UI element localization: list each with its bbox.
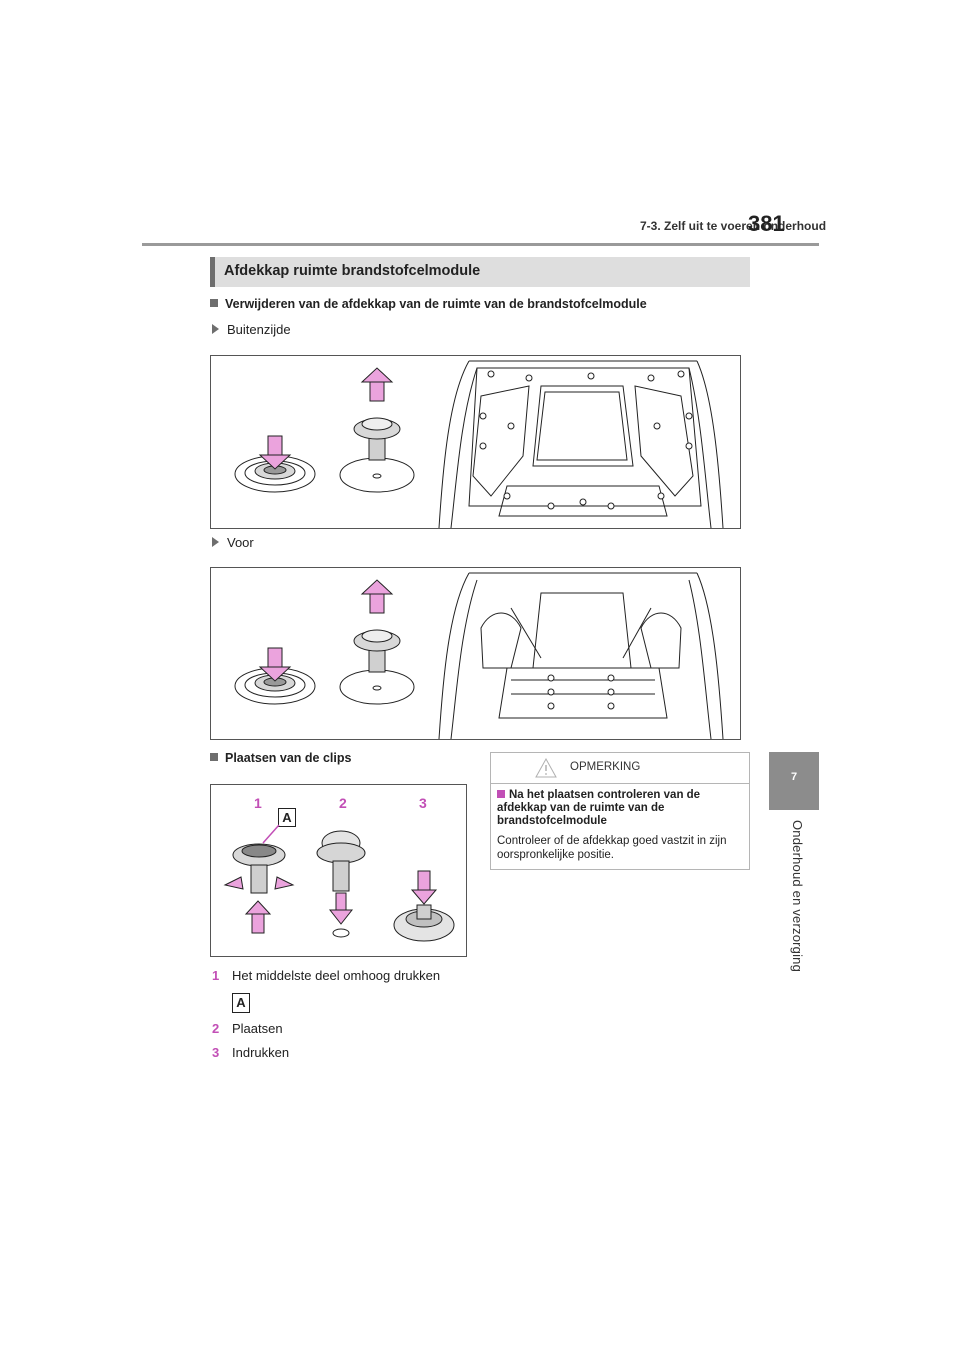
step-3-text: Indrukken	[232, 1045, 290, 1060]
note-header: OPMERKING	[491, 753, 749, 784]
figure-number-1: 1	[254, 795, 262, 811]
clip-markers	[479, 370, 693, 510]
removal-heading: Verwijderen van de afdekkap van de ruimt…	[210, 297, 647, 311]
engine-bay-drawing	[438, 572, 724, 740]
clip-markers	[547, 674, 615, 710]
step-1: 1 Het middelste deel omhoog drukken	[212, 968, 440, 983]
engine-bay-outside-illustration	[234, 360, 724, 529]
note-heading-text: Na het plaatsen controleren van de afdek…	[497, 789, 701, 827]
placing-heading: Plaatsen van de clips	[210, 751, 351, 765]
clip-steps-illustration	[223, 824, 455, 942]
header-rule	[142, 243, 819, 246]
outside-bullet: Buitenzijde	[212, 322, 291, 337]
step-1-text: Het middelste deel omhoog drukken	[232, 968, 441, 983]
engine-bay-drawing	[438, 360, 724, 529]
warning-triangle-icon	[535, 758, 557, 778]
note-label: OPMERKING	[570, 761, 641, 773]
step-3-number: 3	[212, 1045, 220, 1060]
note-body: Controleer of de afdekkap goed vastzit i…	[497, 835, 727, 861]
section-title: Afdekkap ruimte brandstofcelmodule	[224, 263, 481, 279]
figure-number-2: 2	[339, 795, 347, 811]
step-2-text: Plaatsen	[232, 1021, 283, 1036]
step-2: 2 Plaatsen	[212, 1021, 283, 1036]
chapter-label: Onderhoud en verzorging	[790, 820, 805, 973]
front-label: Voor	[227, 535, 254, 550]
figure-clips: 1 2 3 A	[210, 784, 467, 957]
removal-heading-text: Verwijderen van de afdekkap van de ruimt…	[225, 297, 647, 311]
figure-front	[210, 567, 741, 740]
square-bullet-icon	[210, 753, 218, 761]
chapter-tab: 7	[769, 752, 819, 810]
triangle-bullet-icon	[212, 324, 219, 334]
figure-outside	[210, 355, 741, 529]
section-title-bar: Afdekkap ruimte brandstofcelmodule	[210, 257, 750, 287]
callout-a-box: A	[232, 993, 250, 1013]
page-number: 381	[748, 211, 785, 236]
front-bullet: Voor	[212, 535, 254, 550]
square-bullet-icon	[497, 790, 505, 798]
figure-number-3: 3	[419, 795, 427, 811]
callout-a-label: A	[278, 808, 296, 827]
pressed-clip-drawing	[234, 647, 316, 705]
note-heading: Na het plaatsen controleren van de afdek…	[497, 789, 742, 828]
triangle-bullet-icon	[212, 537, 219, 547]
step-3: 3 Indrukken	[212, 1045, 289, 1060]
section-header: 7-3. Zelf uit te voeren onderhoud	[640, 219, 827, 233]
note-box: OPMERKING Na het plaatsen controleren va…	[490, 752, 750, 870]
step-1-number: 1	[212, 968, 220, 983]
square-bullet-icon	[210, 299, 218, 307]
raised-clip-drawing	[339, 367, 415, 493]
placing-heading-text: Plaatsen van de clips	[225, 751, 352, 765]
pressed-clip-drawing	[234, 435, 316, 493]
engine-bay-front-illustration	[234, 572, 724, 740]
step-2-number: 2	[212, 1021, 220, 1036]
raised-clip-drawing	[339, 579, 415, 705]
outside-label: Buitenzijde	[227, 322, 291, 337]
